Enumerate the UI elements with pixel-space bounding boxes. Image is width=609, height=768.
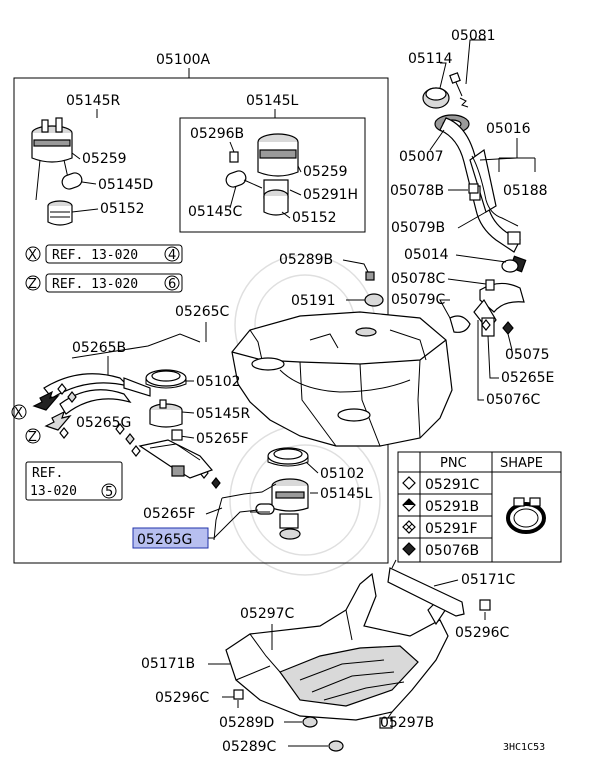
label-05265F-1: 05265F [196,431,249,447]
label-r-05145D: 05145D [98,177,153,193]
label-05145R-mid: 05145R [196,406,251,422]
label-l-05291H: 05291H [303,187,358,203]
label-05265C: 05265C [175,304,230,320]
label-05289D: 05289D [219,715,274,731]
label-05265G-1: 05265G [76,415,131,431]
label-05265F-2: 05265F [143,506,196,522]
label-05007: 05007 [399,149,444,165]
bracket-05171C [387,567,465,617]
ref-z-letter: Z [28,277,37,292]
label-05079C: 05079C [391,292,446,308]
table-header-pnc: PNC [440,456,467,471]
ref-z-text: REF. 13-020 [52,277,138,292]
filler-assembly [422,72,527,337]
label-05014: 05014 [404,247,449,263]
label-05171B: 05171B [141,656,195,672]
diamond-filled-icon [402,542,416,556]
pump-l-box [179,117,366,233]
label-05016: 05016 [486,121,531,137]
pump-r-installed [138,399,214,479]
label-l-05296B: 05296B [190,126,244,142]
pump-l-installed [250,478,309,540]
ref-x-text: REF. 13-020 [52,248,138,263]
label-l-05259: 05259 [303,164,348,180]
label-05078B: 05078B [390,183,444,199]
ref-z-num: 6 [168,277,176,292]
ref-x-num: 4 [168,248,176,263]
label-05296C-right: 05296C [455,625,510,641]
filler-labels: 05081 05114 05007 05016 05188 05078B 050… [390,28,554,408]
label-05289B: 05289B [279,252,333,268]
label-05076C: 05076C [486,392,541,408]
undercover [225,572,449,729]
arrow-z: Z [25,410,72,445]
label-05296C-left: 05296C [155,690,210,706]
ref-x-letter: X [28,248,37,263]
label-05078C: 05078C [391,271,446,287]
label-05102-a: 05102 [196,374,241,390]
label-05265G-highlighted[interactable]: 05265G [137,532,192,548]
label-05100A: 05100A [156,52,211,68]
arrow-x: X [11,390,60,421]
table-row-pnc: 05076B [425,543,479,559]
label-05102-b: 05102 [320,466,365,482]
fuel-tank [231,311,453,447]
ref-x: X REF. 13-020 4 [25,244,183,264]
ref-box-5: REF. 13-020 5 [25,461,123,501]
pump-l [225,133,299,216]
ref-5-line1: REF. [32,466,63,481]
label-05265B: 05265B [72,340,126,356]
label-05289C: 05289C [222,739,277,755]
label-r-05259: 05259 [82,151,127,167]
label-05145L-mid: 05145L [320,486,373,502]
pnc-table: PNC SHAPE 05291C 05291B 05291F 05076B [397,451,562,563]
label-05075: 05075 [505,347,550,363]
label-05145L-top: 05145L [246,93,299,109]
label-05265E: 05265E [501,370,554,386]
table-row-pnc: 05291C [425,477,480,493]
ref-z: Z REF. 13-020 6 [25,273,183,293]
arrow-x-letter: X [14,406,23,421]
ref-5-line2: 13-020 [30,484,77,499]
label-05297C: 05297C [240,606,295,622]
table-row-pnc: 05291F [425,521,478,537]
clamp-shape-icon [506,497,546,534]
label-05081: 05081 [451,28,496,44]
label-l-05152: 05152 [292,210,337,226]
label-05191: 05191 [291,293,336,309]
label-r-05152: 05152 [100,201,145,217]
diamond-outline-icon [402,476,416,490]
table-header-shape: SHAPE [500,456,543,471]
label-05171C: 05171C [461,572,516,588]
label-05188: 05188 [503,183,548,199]
ref-5-num: 5 [105,485,113,500]
label-05297B: 05297B [380,715,434,731]
table-row-pnc: 05291B [425,499,479,515]
pump-r [31,117,83,226]
figure-code: 3HC1C53 [503,742,545,753]
arrow-z-letter: Z [28,430,37,445]
label-05145R-top: 05145R [66,93,121,109]
label-05079B: 05079B [391,220,445,236]
label-l-05145C: 05145C [188,204,243,220]
